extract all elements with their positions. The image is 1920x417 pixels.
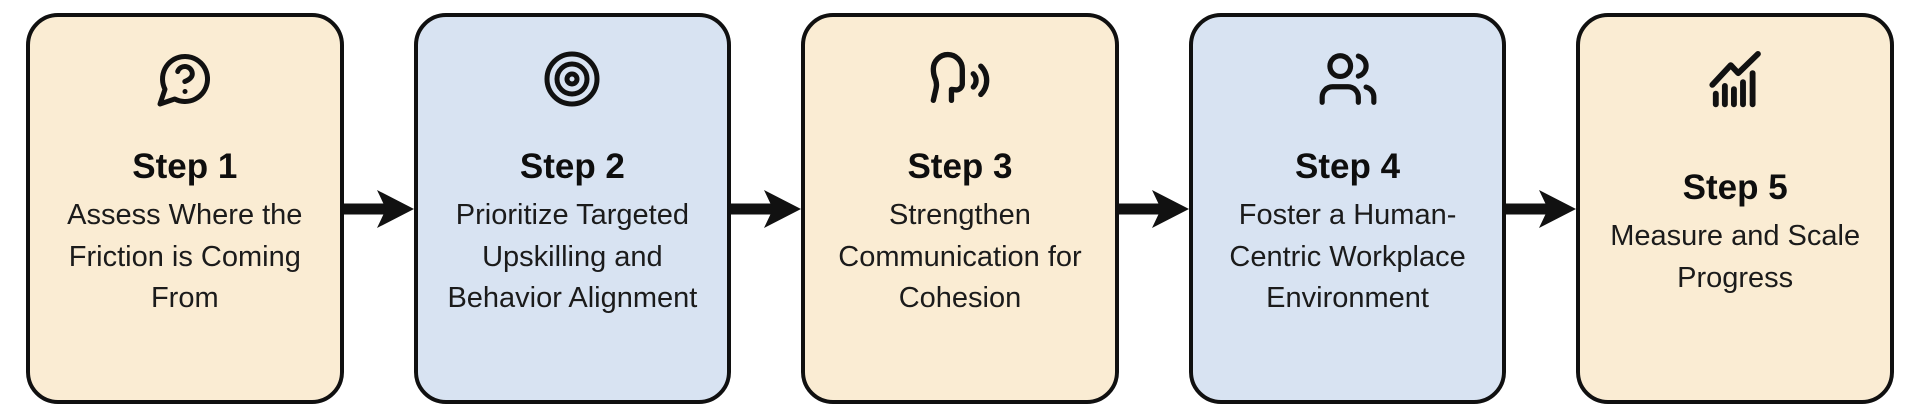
step-title: Step 2: [519, 147, 625, 187]
step-title: Step 1: [132, 147, 238, 187]
card-text: Step 1 Assess Where the Friction is Comi…: [30, 111, 340, 400]
step-description: Strengthen Communication for Cohesion: [838, 199, 1082, 315]
arrow-right-icon: [731, 13, 802, 404]
card-text: Step 5 Measure and Scale Progress: [1580, 111, 1890, 400]
step-description: Assess Where the Friction is Coming From: [67, 199, 303, 315]
step-title: Step 3: [907, 147, 1013, 187]
target-icon: [418, 47, 728, 111]
speaking-head-icon: [805, 47, 1115, 111]
step-title: Step 5: [1682, 168, 1788, 208]
growth-chart-icon: [1580, 47, 1890, 111]
step-card-2: Step 2 Prioritize Targeted Upskilling an…: [413, 13, 732, 404]
step-card-4: Step 4 Foster a Human-Centric Workplace …: [1188, 13, 1507, 404]
arrow-right-icon: [1506, 13, 1577, 404]
card-text: Step 2 Prioritize Targeted Upskilling an…: [418, 111, 728, 400]
step-card-3: Step 3 Strengthen Communication for Cohe…: [801, 13, 1119, 404]
question-bubble-icon: [30, 47, 340, 111]
step-description: Measure and Scale Progress: [1610, 220, 1861, 294]
card-text: Step 4 Foster a Human-Centric Workplace …: [1193, 111, 1503, 400]
arrow-right-icon: [1118, 13, 1189, 404]
step-description: Foster a Human-Centric Workplace Environ…: [1229, 199, 1466, 315]
step-title: Step 4: [1295, 147, 1401, 187]
step-card-5: Step 5 Measure and Scale Progress: [1576, 13, 1894, 404]
card-text: Step 3 Strengthen Communication for Cohe…: [805, 111, 1115, 400]
step-card-1: Step 1 Assess Where the Friction is Comi…: [26, 13, 344, 404]
step-description: Prioritize Targeted Upskilling and Behav…: [447, 199, 698, 315]
users-icon: [1193, 47, 1503, 111]
arrow-right-icon: [343, 13, 414, 404]
